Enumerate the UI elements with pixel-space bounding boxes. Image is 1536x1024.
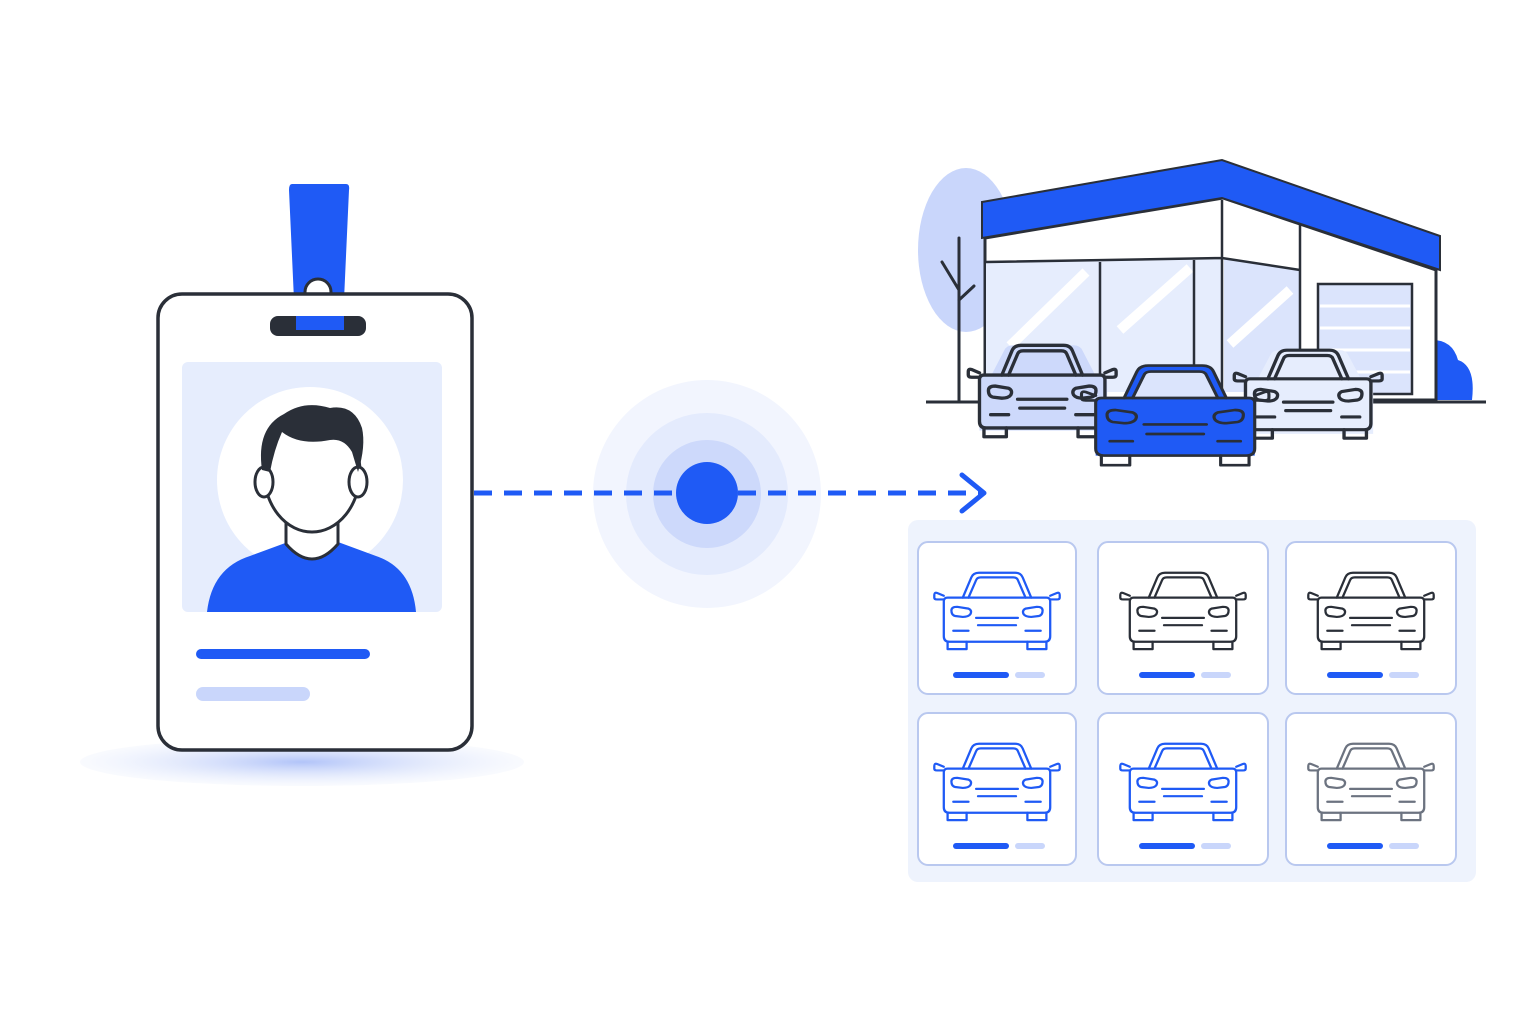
tile-detail-line [1201, 843, 1231, 849]
tile-detail-line [1389, 843, 1419, 849]
tile-detail-line [1201, 672, 1231, 678]
lanyard-strap [289, 184, 350, 322]
dashed-arrow-right-icon [474, 472, 987, 514]
id-badge-icon [80, 184, 524, 786]
tile-detail-line [1015, 843, 1045, 849]
catalog-tile[interactable] [1285, 712, 1457, 866]
person-avatar-icon [207, 405, 416, 612]
tile-title-line [953, 843, 1009, 849]
tile-title-line [1327, 672, 1383, 678]
badge-detail-line [196, 687, 310, 701]
tile-title-line [1327, 843, 1383, 849]
catalog-tile[interactable] [1285, 541, 1457, 695]
tile-title-line [1139, 843, 1195, 849]
signal-pulse-icon [593, 380, 821, 608]
catalog-tile[interactable] [1097, 541, 1269, 695]
tile-title-line [1139, 672, 1195, 678]
badge-name-line [196, 649, 370, 659]
car-dealership-icon [918, 158, 1486, 467]
catalog-tile[interactable] [917, 712, 1077, 866]
catalog-tile[interactable] [1097, 712, 1269, 866]
tile-detail-line [1389, 672, 1419, 678]
catalog-tile[interactable] [917, 541, 1077, 695]
tile-detail-line [1015, 672, 1045, 678]
tile-title-line [953, 672, 1009, 678]
